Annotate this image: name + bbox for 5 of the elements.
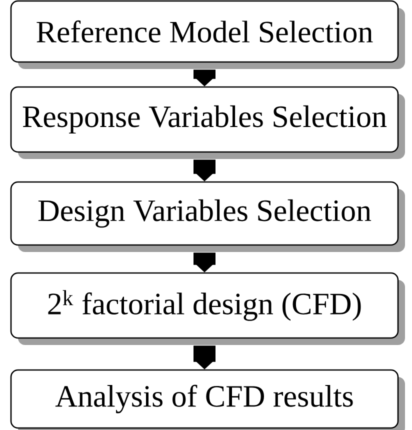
process-box: Design Variables Selection bbox=[10, 181, 405, 252]
process-box: 2$^{k}$ factorial design (CFD) bbox=[10, 272, 405, 345]
process-box: Reference Model Selection bbox=[10, 0, 405, 69]
process-box: Analysis of CFD results bbox=[10, 369, 405, 430]
process-box: Response Variables Selection bbox=[10, 86, 405, 159]
